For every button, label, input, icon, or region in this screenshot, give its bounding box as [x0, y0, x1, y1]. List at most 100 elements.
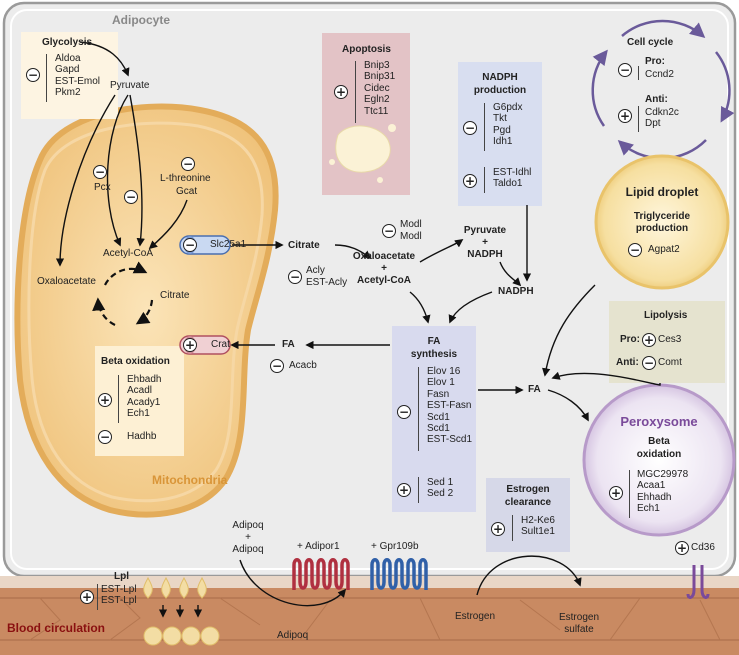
glycolysis-sign: − — [26, 68, 40, 82]
fa-synthesis-title-1: FA — [427, 336, 441, 347]
apoptosis-title: Apoptosis — [342, 44, 391, 55]
acacb-label: Acacb — [289, 360, 317, 371]
nadph-up-sign: + — [463, 174, 477, 188]
lipid-droplet-title: Lipid droplet — [625, 185, 699, 199]
lipolysis-title: Lipolysis — [644, 310, 688, 321]
estrogen-clearance-title-1: Estrogen — [506, 484, 550, 495]
pyruvate-nadph-2: + — [482, 237, 488, 248]
blood-label: Blood circulation — [7, 621, 106, 635]
cell-cycle-pro-label: Pro: — [645, 56, 665, 67]
glycolysis-title: Glycolysis — [42, 37, 93, 48]
lipid-droplet-sign: − — [628, 243, 642, 257]
pyruvate-nadph-1: Pyruvate — [463, 225, 507, 236]
lipolysis-anti-label: Anti: — [616, 357, 639, 368]
peroxysome-sub-1: Beta — [648, 436, 670, 447]
slc25a1-sign: − — [183, 238, 197, 252]
acly-sign: − — [288, 270, 302, 284]
nadph-title-1: NADPH — [482, 72, 518, 83]
gpr109b-receptor — [370, 558, 428, 590]
estrogen-label: Estrogen — [455, 611, 496, 622]
oxalo-plus: + — [381, 263, 387, 274]
fa-synthesis-title-2: synthesis — [410, 349, 458, 360]
mitochondrion — [14, 103, 279, 518]
mid-sign: − — [124, 190, 138, 204]
estrogen-clearance-title-2: clearance — [504, 497, 552, 508]
lpl-title: Lpl — [114, 571, 129, 582]
peroxysome-sub-2: oxidation — [636, 449, 682, 460]
gpr109b-label: + Gpr109b — [371, 541, 419, 552]
beta-oxidation-down-gene: Hadhb — [127, 431, 157, 442]
lipid-droplet-sub-2: production — [635, 223, 689, 234]
lipid-droplet-gene: Agpat2 — [648, 244, 680, 255]
fa-right-label: FA — [528, 384, 541, 395]
lipid-droplet-sub-1: Triglyceride — [633, 211, 691, 222]
lipolysis-pro-gene: Ces3 — [658, 334, 682, 345]
lipolysis-pro-label: Pro: — [620, 334, 640, 345]
estrogen-clearance-box — [486, 478, 570, 552]
peroxysome-sign: + — [609, 486, 623, 500]
lpl-droplets — [143, 576, 220, 646]
slc25a1-label: Slc25a1 — [210, 239, 247, 250]
cd36-sign: + — [675, 541, 689, 555]
crat-sign: + — [183, 338, 197, 352]
nadph-down-sign: − — [463, 121, 477, 135]
adipoq-1: Adipoq — [232, 520, 264, 531]
modl-label-1: Modl — [400, 219, 422, 230]
cd36-receptor — [686, 565, 710, 599]
oxaloacetate-label: Oxaloacetate — [37, 276, 96, 287]
fa-synthesis-up-sign: + — [397, 483, 411, 497]
acacb-sign: − — [270, 359, 284, 373]
nadph-label: NADPH — [498, 286, 534, 297]
modl-label-2: Modl — [400, 231, 422, 242]
mitochondria-label: Mitochondria — [152, 473, 228, 487]
cell-cycle-title: Cell cycle — [627, 37, 674, 48]
beta-oxidation-down-sign: − — [98, 430, 112, 444]
pyruvate-label: Pyruvate — [110, 80, 150, 91]
estrogen-sulfate-1: Estrogen — [558, 612, 600, 623]
peroxysome-title: Peroxysome — [620, 414, 698, 429]
est-acly-label: EST-Acly — [306, 277, 348, 288]
cell-cycle-anti-sign: + — [618, 109, 632, 123]
threonine-label: L-threonine — [160, 173, 211, 184]
estrogen-clearance-sign: + — [491, 522, 505, 536]
nadph-title-2: production — [473, 85, 527, 96]
cell-cycle-pro-sign: − — [618, 63, 632, 77]
tca-cycle — [92, 261, 154, 326]
cell-cycle-pro-genes: Ccnd2 — [645, 69, 674, 80]
adipoq-2: Adipoq — [232, 544, 264, 555]
adipoq-blood: Adipoq — [277, 630, 309, 641]
fa-left-label: FA — [282, 339, 295, 350]
threonine-sign: − — [181, 157, 195, 171]
pcx-sign: − — [93, 165, 107, 179]
pcx-label: Pcx — [94, 182, 111, 193]
crat-label: Crat — [211, 339, 230, 350]
adipor1-receptor — [292, 558, 350, 590]
cell-cycle-ring — [591, 19, 735, 160]
estrogen-sulfate-2: sulfate — [564, 624, 594, 635]
citrate-mito-label: Citrate — [160, 290, 190, 301]
cell-title: Adipocyte — [112, 13, 171, 27]
cd36-label: Cd36 — [691, 542, 715, 553]
adipor1-label: + Adipor1 — [297, 541, 340, 552]
modl-sign: − — [382, 224, 396, 238]
gcat-label: Gcat — [176, 186, 198, 197]
fa-synthesis-box — [392, 326, 476, 512]
lipolysis-anti-gene: Comt — [658, 357, 682, 368]
citrate-label: Citrate — [288, 240, 320, 251]
blood-vessel — [0, 588, 739, 655]
apoptosis-sign: + — [334, 85, 348, 99]
lipolysis-anti-sign: − — [642, 356, 656, 370]
adipoq-plus: + — [245, 532, 251, 543]
beta-oxidation-title: Beta oxidation — [101, 356, 170, 367]
lipolysis-box — [609, 301, 725, 383]
